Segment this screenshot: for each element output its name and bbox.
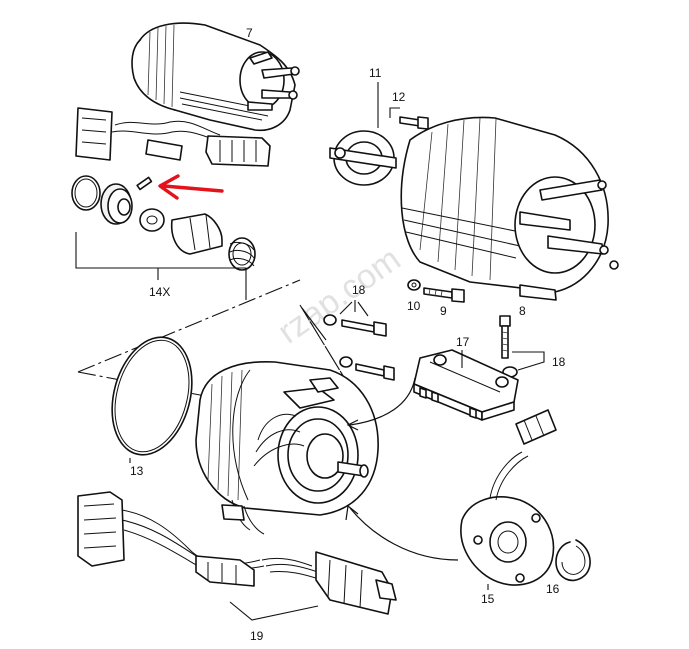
distributor-housing-7	[75, 22, 300, 167]
retainer-ring-16	[555, 539, 591, 582]
assembly-flow-arrows	[345, 377, 459, 561]
washer-10	[407, 279, 421, 291]
label-17: 17	[456, 335, 470, 349]
screw-12	[389, 107, 429, 130]
pickup-coil-15	[460, 409, 557, 590]
label-7: 7	[246, 26, 253, 40]
o-ring-13	[111, 336, 193, 463]
ignition-module-17	[413, 349, 519, 421]
label-18-right: 18	[552, 355, 566, 369]
distributor-base-housing	[195, 361, 379, 535]
rotor-11	[329, 82, 397, 186]
label-18-left: 18	[352, 283, 366, 297]
label-15: 15	[481, 592, 495, 606]
explode-line-frame	[299, 304, 371, 421]
label-9: 9	[440, 304, 447, 318]
distributor-cap-8	[400, 116, 619, 301]
label-13: 13	[130, 464, 144, 478]
label-10: 10	[407, 299, 421, 313]
label-11: 11	[369, 66, 382, 80]
label-14x: 14X	[149, 285, 170, 299]
label-12: 12	[392, 90, 406, 104]
explode-line-top	[77, 279, 301, 373]
highlight-arrow-icon	[158, 174, 224, 200]
bolt-9	[423, 287, 465, 303]
label-19: 19	[250, 629, 264, 643]
seal-kit-14x	[71, 175, 256, 300]
label-8: 8	[519, 304, 526, 318]
label-16: 16	[546, 582, 560, 596]
watermark: rzap.com	[271, 240, 407, 351]
bolts-18-left	[323, 300, 395, 381]
wiring-harness-19	[77, 491, 397, 621]
bolts-18-right	[499, 315, 545, 378]
